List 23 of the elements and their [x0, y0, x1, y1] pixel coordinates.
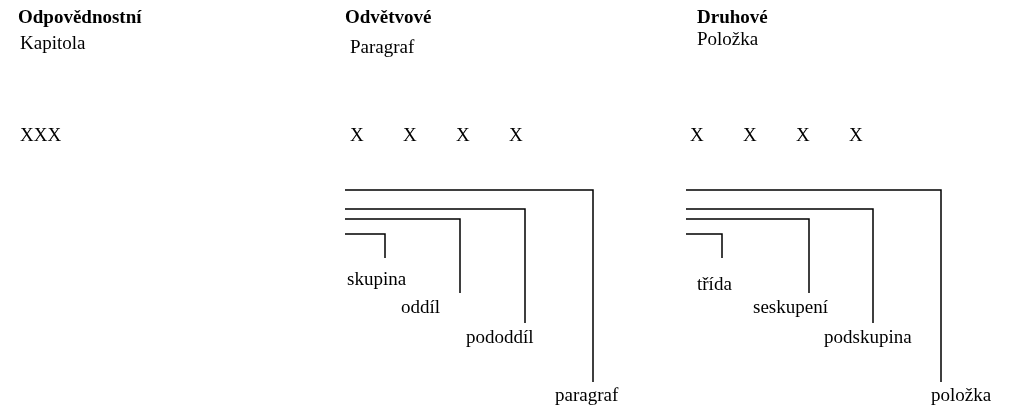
code-digit: X: [456, 124, 470, 146]
level-label: skupina: [347, 268, 407, 290]
column-heading: Odpovědnostní: [18, 6, 142, 28]
column-heading: Odvětvové: [345, 6, 432, 28]
code-digit: X: [796, 124, 810, 146]
level-label: podskupina: [824, 326, 912, 348]
column-heading: Druhové: [697, 6, 768, 28]
category-label: Paragraf: [350, 36, 415, 58]
level-label: seskupení: [753, 296, 828, 318]
code-digit: X: [509, 124, 523, 146]
level-label: třída: [697, 273, 732, 295]
level-label: položka: [931, 384, 992, 406]
code-digit: X: [403, 124, 417, 146]
level-label: paragraf: [555, 384, 619, 406]
level-label: pododdíl: [466, 326, 534, 348]
code-digits: XXX: [20, 124, 62, 146]
category-label: Kapitola: [20, 32, 86, 54]
code-digit: X: [350, 124, 364, 146]
level-label: oddíl: [401, 296, 441, 318]
code-digit: X: [849, 124, 863, 146]
category-label: Položka: [697, 28, 759, 50]
code-digit: X: [690, 124, 704, 146]
code-digit: X: [743, 124, 757, 146]
